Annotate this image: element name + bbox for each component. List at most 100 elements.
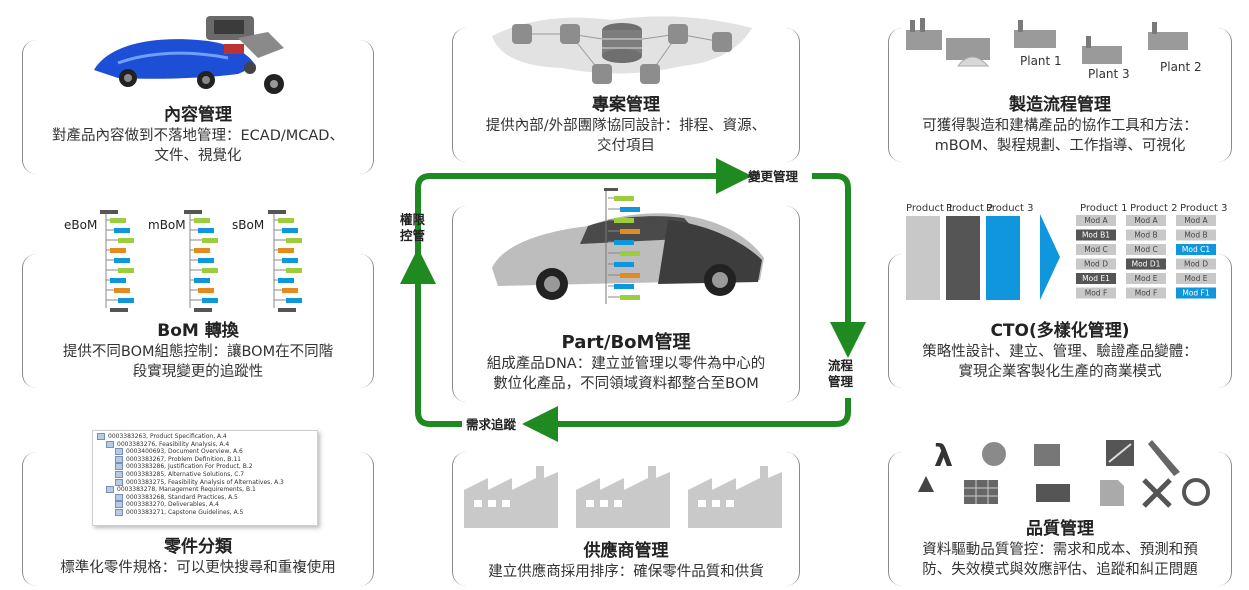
document-icon [115, 463, 123, 471]
document-icon [106, 486, 114, 494]
arrow-to-permission [400, 248, 462, 427]
change-management-label: 變更管理 [748, 169, 799, 184]
project-management-title: 專案管理 [592, 95, 660, 115]
tree-node [198, 288, 214, 293]
cto-module-cell [1126, 244, 1166, 255]
mbom-label: mBoM [148, 218, 186, 232]
tree-row[interactable]: 0003383278, Management Requirements, B.1 [97, 486, 313, 494]
tree-row[interactable]: 0003383267, Problem Definition, B.11 [97, 455, 313, 464]
card-cto: CTO(多樣化管理) 策略性設計、建立、管理、驗證產品變體： 實現企業客製化生產… [888, 254, 1232, 388]
tree-node [614, 218, 634, 223]
cto-module-text: Mod C [1084, 245, 1107, 254]
tree-node [614, 284, 634, 289]
demand-tracking-label: 需求追蹤 [466, 417, 517, 432]
manufacturing-title: 製造流程管理 [1009, 95, 1111, 115]
tree-node [278, 218, 294, 223]
cto-variant-label: Product 3 [1180, 203, 1228, 214]
tree-node [110, 218, 126, 223]
hardhat-icon [956, 56, 990, 67]
tree-row[interactable]: 0003400693, Document Overview, A.6 [97, 448, 313, 456]
content-management-title: 內容管理 [164, 105, 232, 125]
bom-transform-desc: 提供不同BOM組態控制：讓BOM在不同階 段實現變更的追蹤性 [62, 344, 334, 380]
cto-module-text: Mod F [1135, 289, 1158, 298]
card-project-management: 專案管理 提供內部/外部團隊協同設計：排程、資源、 交付項目 [452, 28, 800, 162]
folder-icon [1100, 480, 1124, 506]
bom-trees-image [100, 210, 302, 312]
cto-module-text: Mod E1 [1082, 274, 1110, 283]
caliper-icon [1148, 440, 1180, 476]
tree-node [118, 238, 134, 243]
cto-module-text: Mod A [1134, 216, 1158, 225]
tree-row[interactable]: 0003383268, Standard Practices, A.5 [97, 493, 313, 502]
cto-module-cell [1176, 273, 1216, 284]
tree-node [202, 238, 218, 243]
tree-node [614, 262, 634, 267]
cto-module-cell [1126, 258, 1166, 270]
cto-product-bar [946, 216, 980, 300]
tree-node [620, 295, 640, 300]
tree-row[interactable]: 0003383270, Deliverables, A.4 [97, 501, 313, 509]
tree-node [620, 273, 640, 278]
document-icon [115, 455, 123, 463]
cto-module-cell [1076, 215, 1116, 226]
cto-module-text: Mod A [1084, 216, 1108, 225]
card-part-bom: Part/BoM管理 組成產品DNA：建立並管理以零件為中心的 數位化產品，不同… [452, 206, 800, 402]
cto-product-label: Product 1 [906, 203, 954, 214]
card-manufacturing-process: 製造流程管理 可獲得製造和建構產品的協作工具和方法： mBOM、製程規劃、工作指… [888, 28, 1232, 162]
team-icon [668, 24, 688, 44]
supplier-desc: 建立供應商採用排序：確保零件品質和供貨 [488, 564, 764, 580]
cto-module-text: Mod D1 [1132, 260, 1161, 269]
cto-module-text: Mod E [1135, 274, 1158, 283]
tree-node [282, 228, 298, 233]
tree-row[interactable]: 0003383286, Justification For Product, B… [97, 463, 313, 471]
svg-text:Plant 3: Plant 3 [1088, 67, 1130, 81]
car-bom-image [492, 190, 764, 304]
tree-row[interactable]: 0003383271, Capstone Guidelines, A.5 [97, 508, 313, 517]
document-icon [115, 493, 123, 501]
sbom-label: sBoM [232, 218, 265, 232]
manufacturing-desc: 可獲得製造和建構產品的協作工具和方法： mBOM、製程規劃、工作指導、可視化 [922, 118, 1198, 154]
tree-node [282, 288, 298, 293]
exploded-car-image [94, 16, 284, 94]
cto-module-cell [1176, 258, 1216, 270]
cto-product-bar [986, 216, 1020, 300]
cto-module-text: Mod F [1085, 289, 1108, 298]
tree-node [194, 218, 210, 223]
arrow-to-change [415, 158, 752, 262]
factory-icon [906, 30, 942, 50]
arrow-to-process [812, 173, 866, 358]
card-supplier: 供應商管理 建立供應商採用排序：確保零件品質和供貨 [452, 452, 800, 586]
tree-node [198, 228, 214, 233]
cto-module-text: Mod A [1184, 216, 1208, 225]
cto-module-cell [1126, 215, 1166, 226]
tree-node [114, 228, 130, 233]
tree-node [286, 238, 302, 243]
cto-module-text: Mod D [1084, 260, 1108, 269]
factory-icon [1082, 46, 1122, 64]
tree-row[interactable]: 0003383285, Alternative Solutions, C.7 [97, 470, 313, 479]
supplier-factories-image [464, 466, 782, 528]
cto-product-bar [906, 216, 940, 300]
cto-module-cell [1176, 244, 1216, 255]
tree-row[interactable]: 0003383263, Product Specification, A.4 [97, 433, 313, 441]
database-icon [602, 23, 642, 63]
tree-node [194, 248, 210, 253]
document-icon [106, 440, 114, 448]
tree-node [278, 278, 294, 283]
tree-node [118, 298, 134, 303]
part-bom-desc: 組成產品DNA：建立並管理以零件為中心的 數位化產品，不同領域資料都整合至BOM [486, 356, 766, 392]
tree-node [282, 258, 298, 263]
tree-row[interactable]: 0003383275, Feasibility Analysis of Alte… [97, 478, 313, 487]
tree-node [620, 229, 640, 234]
cto-title: CTO(多樣化管理) [990, 321, 1130, 341]
cto-module-cell [1176, 287, 1216, 299]
cto-product-label: Product 3 [986, 203, 1034, 214]
cto-module-text: Mod C [1134, 245, 1157, 254]
tree-node [202, 268, 218, 273]
cto-module-cell [1076, 258, 1116, 270]
tree-row[interactable]: 0003383276, Feasibility Analysis, A.4 [97, 440, 313, 449]
